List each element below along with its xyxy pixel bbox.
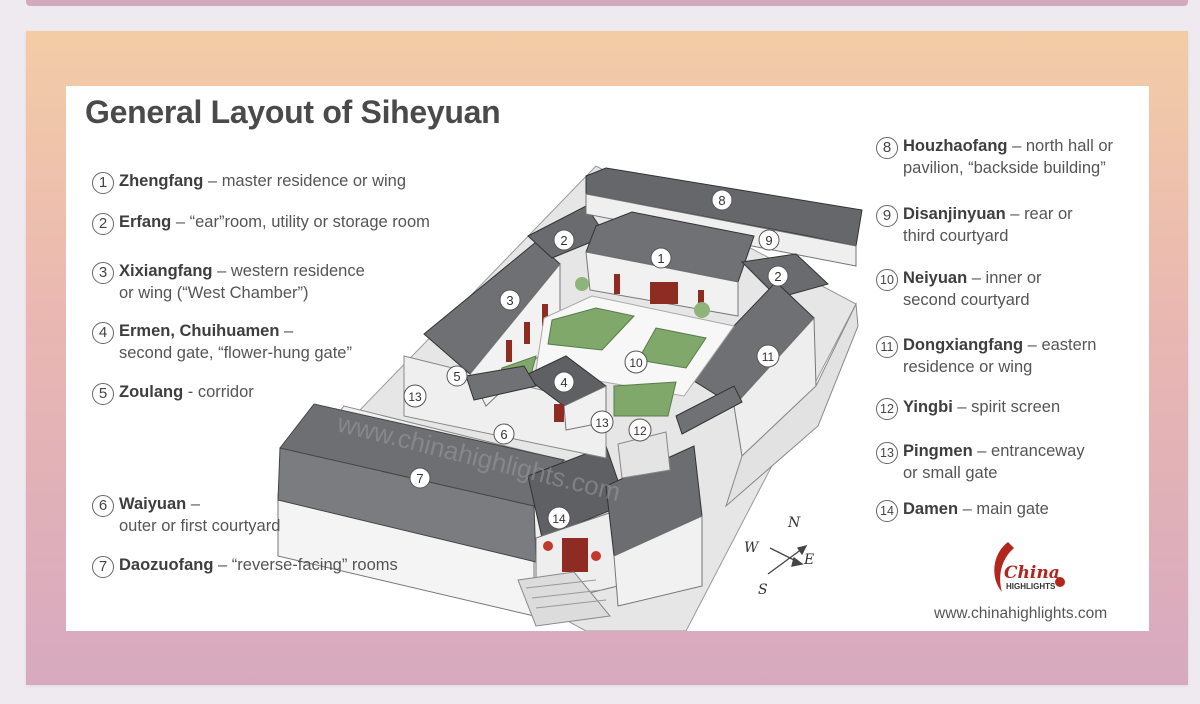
page-title: General Layout of Siheyuan [85,94,501,130]
logo-wordmark: China [1004,563,1060,583]
legend-number: 2 [92,213,114,235]
garden-ne [637,327,707,369]
svg-text:2: 2 [560,233,567,248]
garden-nw [547,307,635,351]
footer-url[interactable]: www.chinahighlights.com [934,605,1108,622]
svg-text:3: 3 [506,293,513,308]
marker-12: 12 [628,418,652,442]
diagram-panel: www.chinahighlights.com 8 2 9 1 2 3 11 1… [66,86,1149,631]
compass-n: N [787,515,801,531]
logo-swoosh [994,542,1014,592]
compass-e: E [803,552,814,568]
legend-number: 4 [92,322,114,344]
svg-text:5: 5 [453,369,460,384]
legend-number: 5 [92,383,114,405]
legend-number: 12 [876,398,898,420]
marker-13-west: 13 [403,384,427,408]
compass-w: W [744,540,760,556]
marker-1: 1 [650,247,672,269]
marker-10: 10 [624,350,648,374]
compass-s: S [758,582,768,598]
svg-text:13: 13 [595,416,609,430]
svg-text:2: 2 [774,269,781,284]
marker-7: 7 [409,467,431,489]
marker-4: 4 [553,371,575,393]
marker-9: 9 [758,229,780,251]
marker-8: 8 [711,189,733,211]
marker-3: 3 [499,289,521,311]
marker-6: 6 [493,423,515,445]
yingbi [617,431,671,479]
svg-text:8: 8 [718,193,725,208]
legend-number: 9 [876,205,898,227]
svg-text:6: 6 [500,427,507,442]
svg-text:9: 9 [765,233,772,248]
china-highlights-logo: China HIGHLIGHTS [994,542,1065,592]
marker-11: 11 [756,344,780,368]
top-band [26,0,1188,6]
legend-number: 8 [876,137,898,159]
marker-5: 5 [446,365,468,387]
zhengfang-roof [585,211,755,283]
siheyuan-illustration: www.chinahighlights.com 8 2 9 1 2 3 11 1… [277,165,863,631]
marker-13-center: 13 [590,410,614,434]
damen-door [562,538,588,572]
zhengfang-door [650,282,678,304]
marker-14: 14 [547,506,571,530]
svg-text:1: 1 [657,251,664,266]
legend-number: 13 [876,442,898,464]
svg-text:10: 10 [629,356,643,370]
logo-subtext: HIGHLIGHTS [1006,582,1056,591]
legend-number: 14 [876,500,898,522]
legend-number: 7 [92,556,114,578]
marker-2-east: 2 [767,265,789,287]
legend-number: 11 [876,336,898,358]
legend-number: 3 [92,262,114,284]
compass [767,545,808,575]
legend-number: 6 [92,495,114,517]
svg-text:11: 11 [762,350,775,364]
svg-text:7: 7 [416,471,423,486]
steps [517,571,611,627]
svg-text:4: 4 [560,375,567,390]
marker-2-west: 2 [553,229,575,251]
svg-text:14: 14 [552,512,566,526]
svg-text:12: 12 [633,424,647,438]
legend-number: 1 [92,172,114,194]
svg-text:13: 13 [408,390,422,404]
legend-number: 10 [876,269,898,291]
